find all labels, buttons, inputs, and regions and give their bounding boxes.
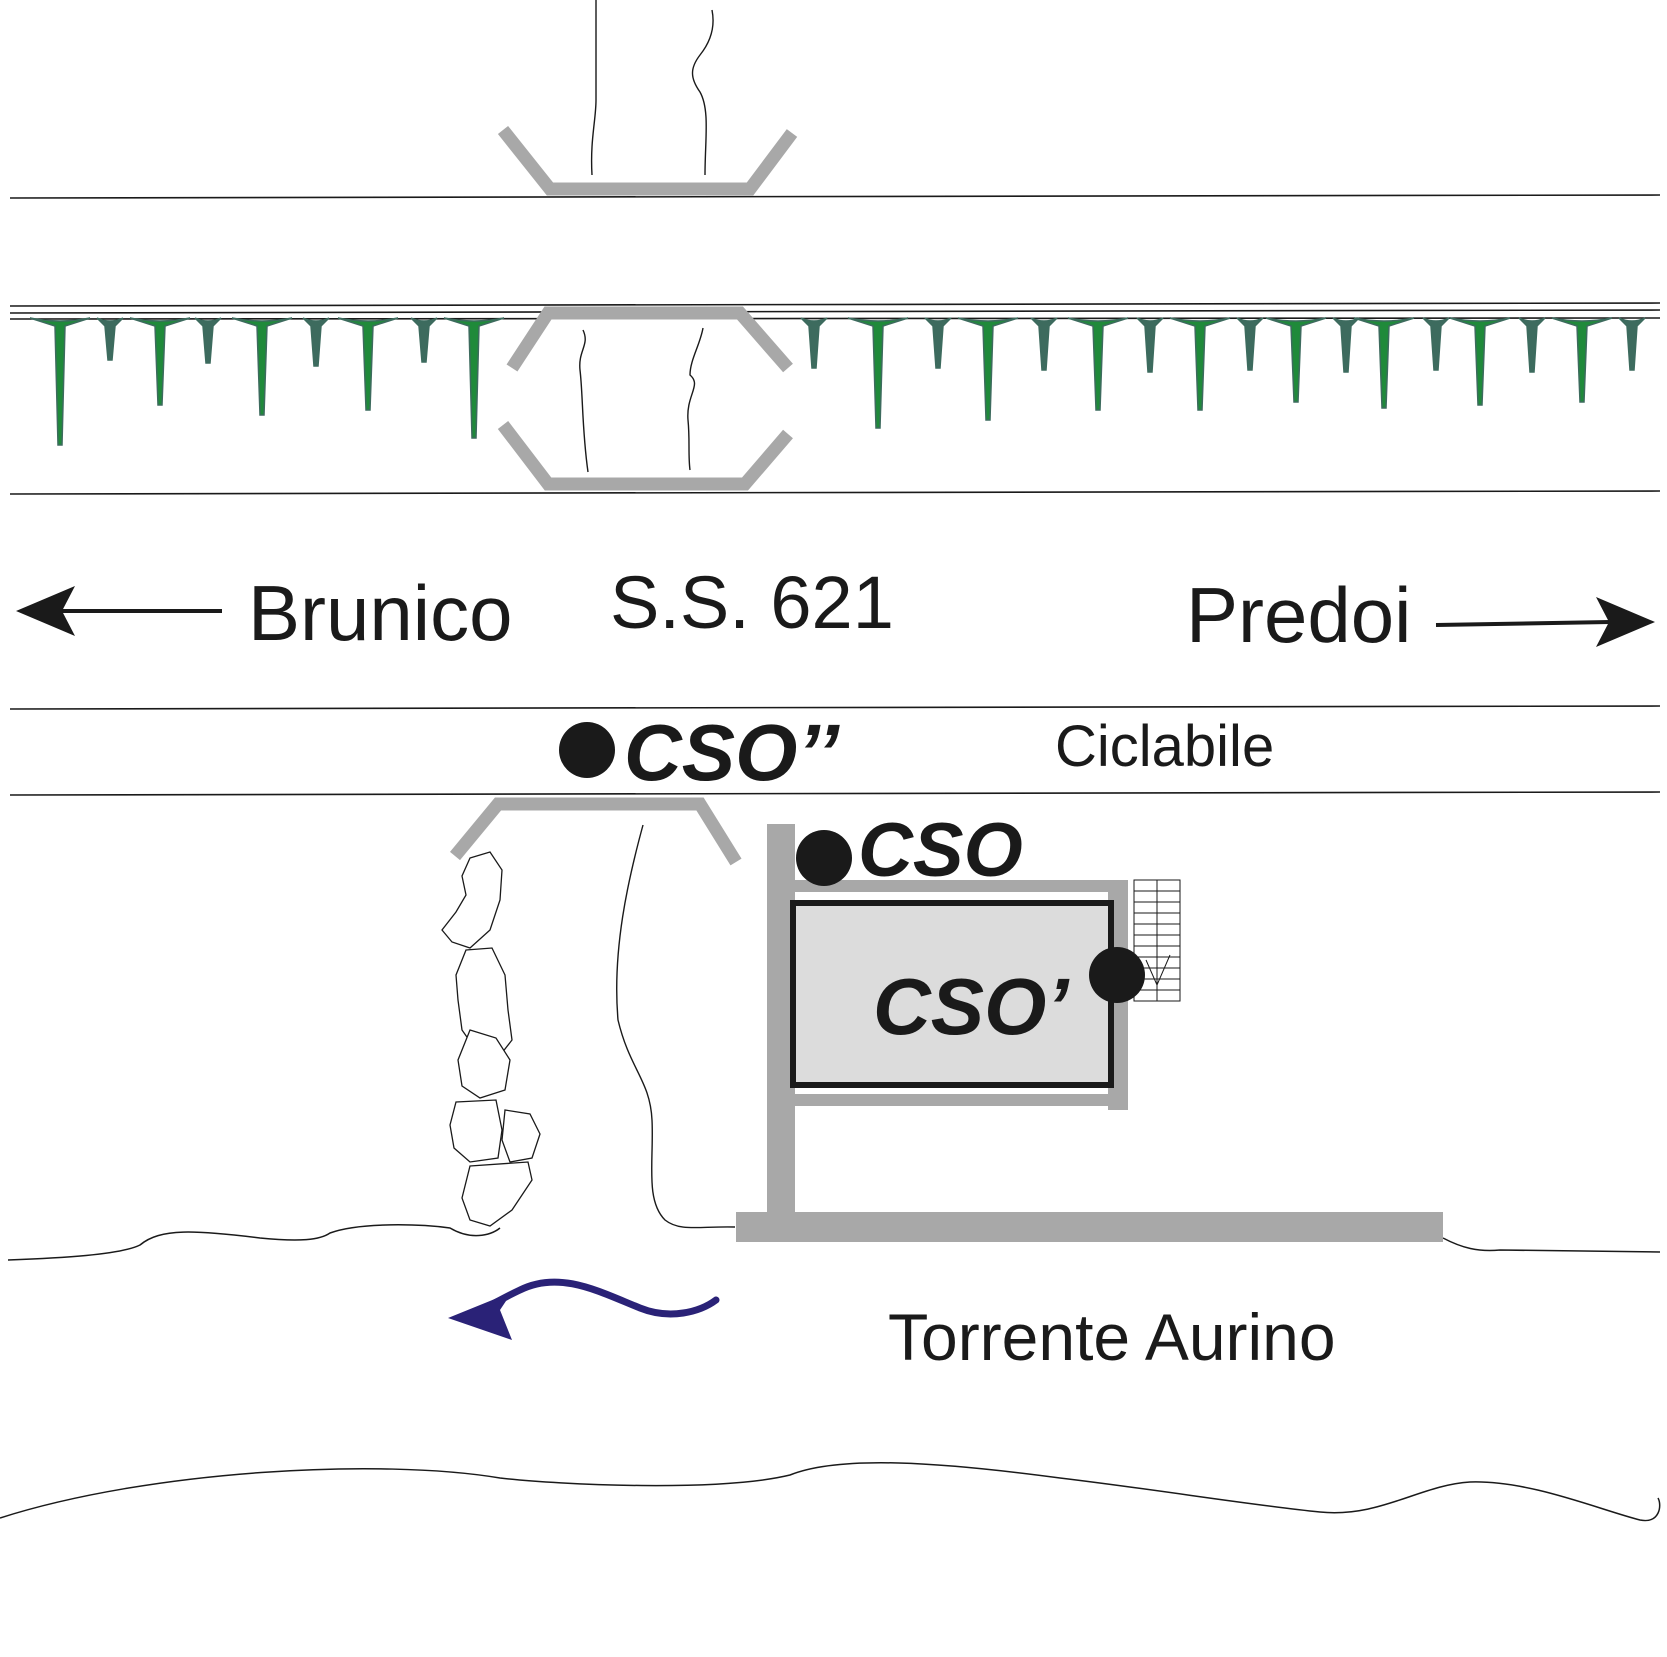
cso-marker [796, 830, 852, 886]
rock [457, 1029, 511, 1099]
curved-arrow-left-icon [448, 1278, 720, 1340]
hedge-line-b [9, 309, 1661, 314]
culvert-mid-upper [506, 306, 793, 373]
hedge-spike-small [96, 317, 124, 361]
rock [461, 1161, 533, 1227]
hedge-spike-small [800, 317, 828, 369]
hedge-spike-small [1136, 317, 1164, 373]
culvert-top-upper [497, 125, 798, 196]
culvert-bottom [449, 797, 742, 866]
ditch-top-left [590, 0, 597, 176]
hedge-spike-small [302, 317, 330, 367]
hedge-spike-small [410, 317, 438, 363]
road-line-mid [9, 490, 1661, 495]
hedge-spike-large [1449, 317, 1511, 406]
ditch-top-right [691, 9, 714, 176]
hedge-spike-large [957, 317, 1019, 421]
ditch-mid-left [579, 329, 589, 473]
riprap-rocks [441, 851, 541, 1227]
ladder-grid-icon [1133, 879, 1181, 1002]
culvert-mid-lower [497, 421, 793, 491]
hedge-spike-small [194, 317, 222, 364]
cso-prime-marker [1089, 947, 1145, 1003]
culvert-top [449, 125, 798, 866]
stream-banks [0, 1224, 1661, 1522]
stream-bank-lower [0, 1462, 1661, 1522]
hedge-spike-large [1169, 317, 1231, 411]
hedge-spike-small [1422, 317, 1450, 371]
ditch-lines [579, 0, 736, 1229]
ditch-mid-right [687, 327, 704, 471]
hedge-spike-large [443, 317, 505, 439]
hedge-row [29, 317, 1646, 446]
stream-bank-upper [7, 1224, 501, 1261]
hedge-spike-small [1332, 317, 1360, 373]
bike-path-label: Ciclabile [1055, 714, 1274, 779]
hedge-spike-small [1618, 317, 1646, 371]
hedge-spike-small [1518, 317, 1546, 373]
hedge-spike-large [231, 317, 293, 416]
stream-bank-upper-right [1442, 1237, 1661, 1253]
hedge-line-a [9, 302, 1661, 307]
hedge-spike-small [1236, 317, 1264, 371]
arrow-right-icon [1435, 597, 1655, 647]
cso-prime-label: CSO’ [873, 962, 1070, 1051]
east-direction-label: Predoi [1186, 571, 1411, 659]
hedge-spike-large [1265, 317, 1327, 403]
rock [441, 851, 503, 949]
hedge-spike-large [29, 317, 91, 446]
hedge-spike-large [337, 317, 399, 411]
road-line-top [9, 194, 1661, 199]
hedge-spike-large [847, 317, 909, 429]
rock [501, 1109, 541, 1163]
ditch-lower [616, 824, 736, 1229]
cso-double-prime-label: CSO’’ [624, 708, 841, 797]
cso-prime-tank [790, 900, 1114, 1088]
west-direction-label: Brunico [248, 569, 512, 657]
road-name-label: S.S. 621 [610, 561, 894, 644]
bike-path-line [9, 791, 1661, 796]
cso-structure [736, 824, 1443, 1242]
cso-double-prime-marker [559, 722, 615, 778]
hedge-spike-small [924, 317, 952, 369]
stream-label: Torrente Aurino [888, 1300, 1336, 1374]
hedge-spike-large [1551, 317, 1613, 403]
rock [449, 1099, 503, 1163]
hedge-spike-small [1030, 317, 1058, 371]
hedge-spike-large [1353, 317, 1415, 409]
cso-label: CSO [858, 808, 1023, 893]
arrow-left-icon [16, 586, 222, 636]
road-line-lower [9, 705, 1661, 710]
hedge-spike-large [1067, 317, 1129, 411]
road-lines [9, 194, 1661, 796]
hedge-spike-large [129, 317, 191, 406]
